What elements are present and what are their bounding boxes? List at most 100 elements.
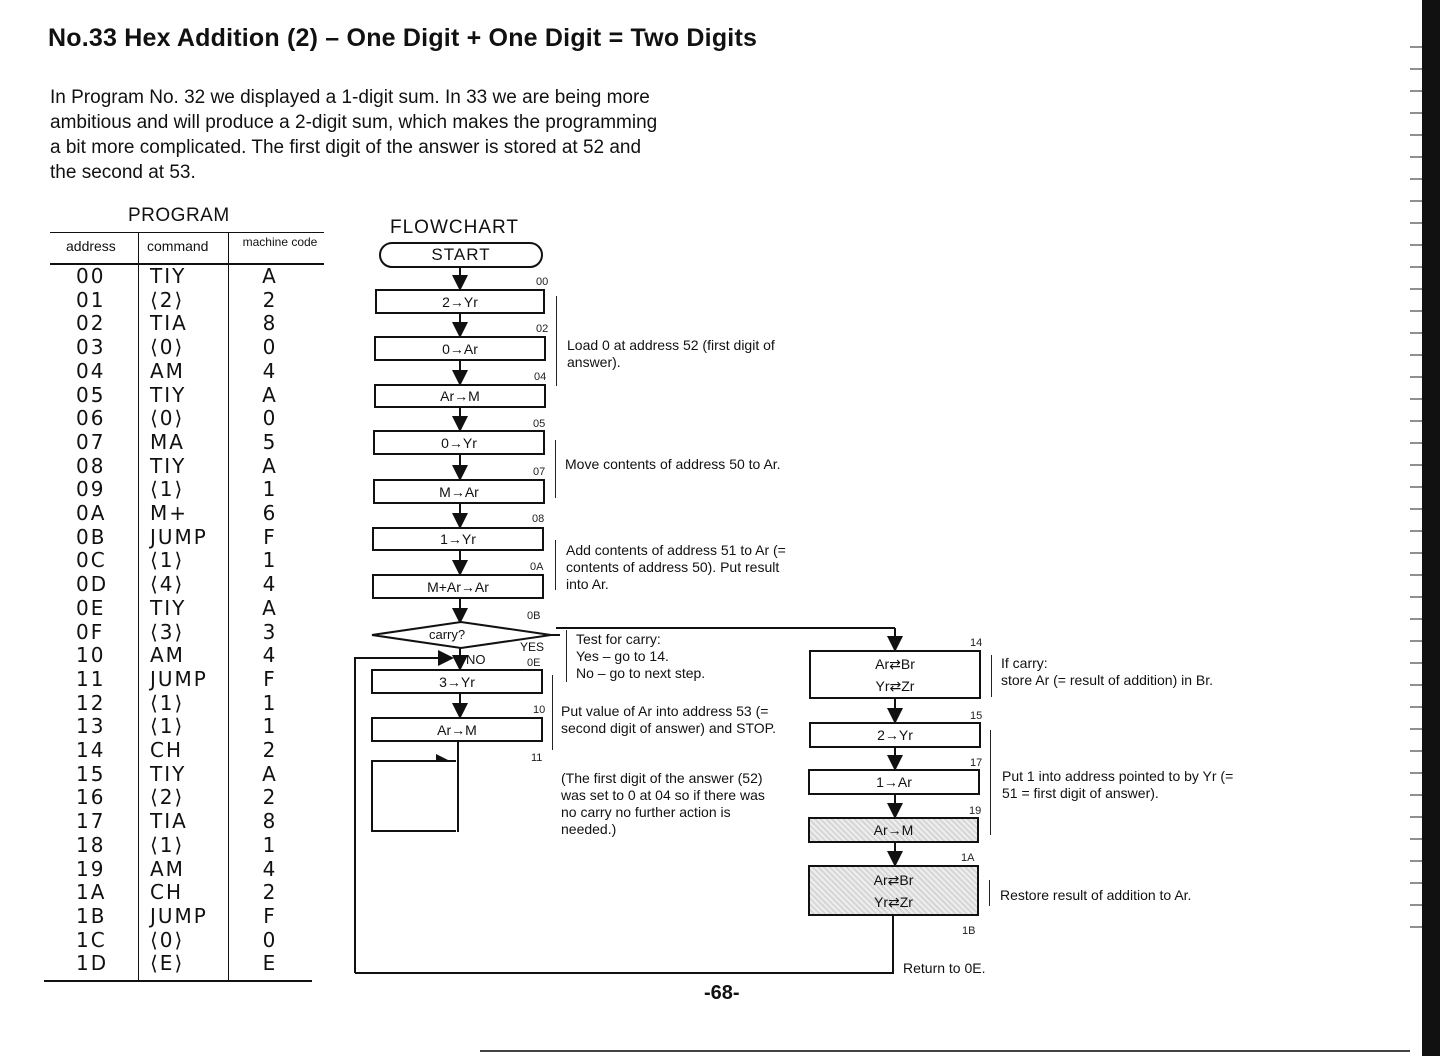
program-machine-code: 6 [262, 501, 278, 525]
program-machine-code: A [262, 382, 278, 407]
program-machine-code: A [262, 761, 278, 786]
program-row: 11 JUMP F [50, 667, 324, 691]
program-command: ⟨0⟩ [150, 335, 185, 360]
program-command: ⟨1⟩ [150, 832, 185, 857]
address-label: 11 [531, 752, 543, 764]
program-address: 0A [76, 501, 107, 525]
program-command: MA [150, 429, 185, 454]
note-move: Move contents of address 50 to Ar. [565, 456, 781, 472]
column-divider [228, 232, 229, 980]
program-address: 16 [76, 785, 106, 810]
program-command: TIA [150, 809, 188, 834]
program-address: 0E [76, 595, 106, 620]
program-command: ⟨0⟩ [150, 927, 185, 952]
note-bracket [556, 296, 557, 386]
table-bottom-rule [44, 980, 312, 982]
program-address: 1B [76, 903, 107, 928]
address-label: 14 [970, 637, 983, 649]
program-address: 11 [76, 666, 106, 691]
program-machine-code: 5 [262, 429, 278, 454]
column-divider [138, 232, 139, 980]
address-label: 10 [533, 704, 546, 716]
program-command: AM [150, 856, 185, 881]
program-machine-code: 2 [262, 287, 278, 312]
program-machine-code: 4 [262, 643, 278, 668]
header-command: command [147, 238, 209, 254]
program-address: 0B [76, 524, 107, 549]
address-label: 1A [961, 852, 975, 864]
note-bracket [555, 440, 556, 498]
program-row: 06⟨0⟩0 [50, 406, 324, 430]
program-machine-code: A [262, 264, 278, 288]
step-box: 1→Yr [372, 527, 544, 551]
program-address: 0C [76, 548, 107, 573]
stop-loop-box [371, 760, 456, 832]
program-command: AM [150, 358, 185, 383]
program-machine-code: 8 [262, 809, 278, 834]
program-machine-code: 4 [262, 856, 278, 881]
program-command: ⟨E⟩ [150, 951, 185, 976]
program-row: 09⟨1⟩1 [50, 477, 324, 501]
program-address: 12 [76, 690, 106, 715]
header-address: address [66, 238, 116, 254]
no-label: NO [466, 652, 486, 667]
step-box: 0→Ar [374, 336, 546, 361]
flowchart-heading: FLOWCHART [390, 217, 519, 238]
program-address: 0D [76, 572, 109, 597]
program-machine-code: 8 [262, 311, 278, 336]
note-add: Add contents of address 51 to Ar (= cont… [566, 542, 786, 592]
note-bracket [552, 675, 553, 750]
program-address: 00 [76, 264, 106, 288]
address-label: 19 [969, 805, 982, 817]
program-command: JUMP [150, 666, 208, 691]
page-bottom-rule [480, 1050, 1410, 1052]
program-machine-code: F [263, 666, 277, 691]
program-machine-code: 2 [262, 785, 278, 810]
note-bracket [991, 655, 992, 697]
address-label: 04 [534, 371, 547, 383]
step-box: Ar→M [371, 717, 543, 742]
step-box: 1→Ar [808, 769, 980, 795]
program-command: ⟨3⟩ [150, 619, 185, 644]
program-address: 03 [76, 335, 106, 360]
address-label: 08 [532, 513, 545, 525]
address-label: 17 [970, 757, 983, 769]
address-label: 0B [527, 610, 541, 622]
step-box: 2→Yr [375, 289, 545, 314]
address-label: 1B [962, 925, 976, 937]
program-machine-code: 2 [262, 880, 278, 905]
program-machine-code: A [262, 595, 278, 620]
program-machine-code: A [262, 453, 278, 478]
program-command: AM [150, 643, 185, 668]
note-test: Test for carry: Yes – go to 14. No – go … [576, 631, 706, 681]
program-row: 13⟨1⟩1 [50, 714, 324, 738]
program-machine-code: 1 [262, 477, 278, 502]
program-machine-code: 4 [262, 572, 278, 597]
swap-line: Yr⇄Zr [875, 677, 915, 694]
program-address: 13 [76, 714, 106, 739]
program-command: M+ [150, 501, 189, 525]
program-machine-code: F [263, 903, 277, 928]
program-command: ⟨1⟩ [150, 548, 185, 573]
scan-edge-noise [1410, 40, 1422, 940]
swap-line: Ar⇄Br [873, 871, 914, 888]
step-box: M+Ar→Ar [372, 574, 544, 599]
program-address: 01 [76, 287, 106, 312]
note-bracket [555, 540, 556, 590]
program-row: 16⟨2⟩2 [50, 785, 324, 809]
intro-paragraph: In Program No. 32 we displayed a 1-digit… [50, 87, 658, 183]
step-box: Ar→M [808, 817, 979, 843]
program-command: JUMP [150, 524, 208, 549]
address-label: 07 [533, 466, 546, 478]
note-bracket [566, 630, 567, 682]
program-address: 1D [76, 951, 109, 976]
note-if-carry: If carry: store Ar (= result of addition… [1001, 655, 1214, 688]
program-machine-code: 0 [262, 927, 278, 952]
